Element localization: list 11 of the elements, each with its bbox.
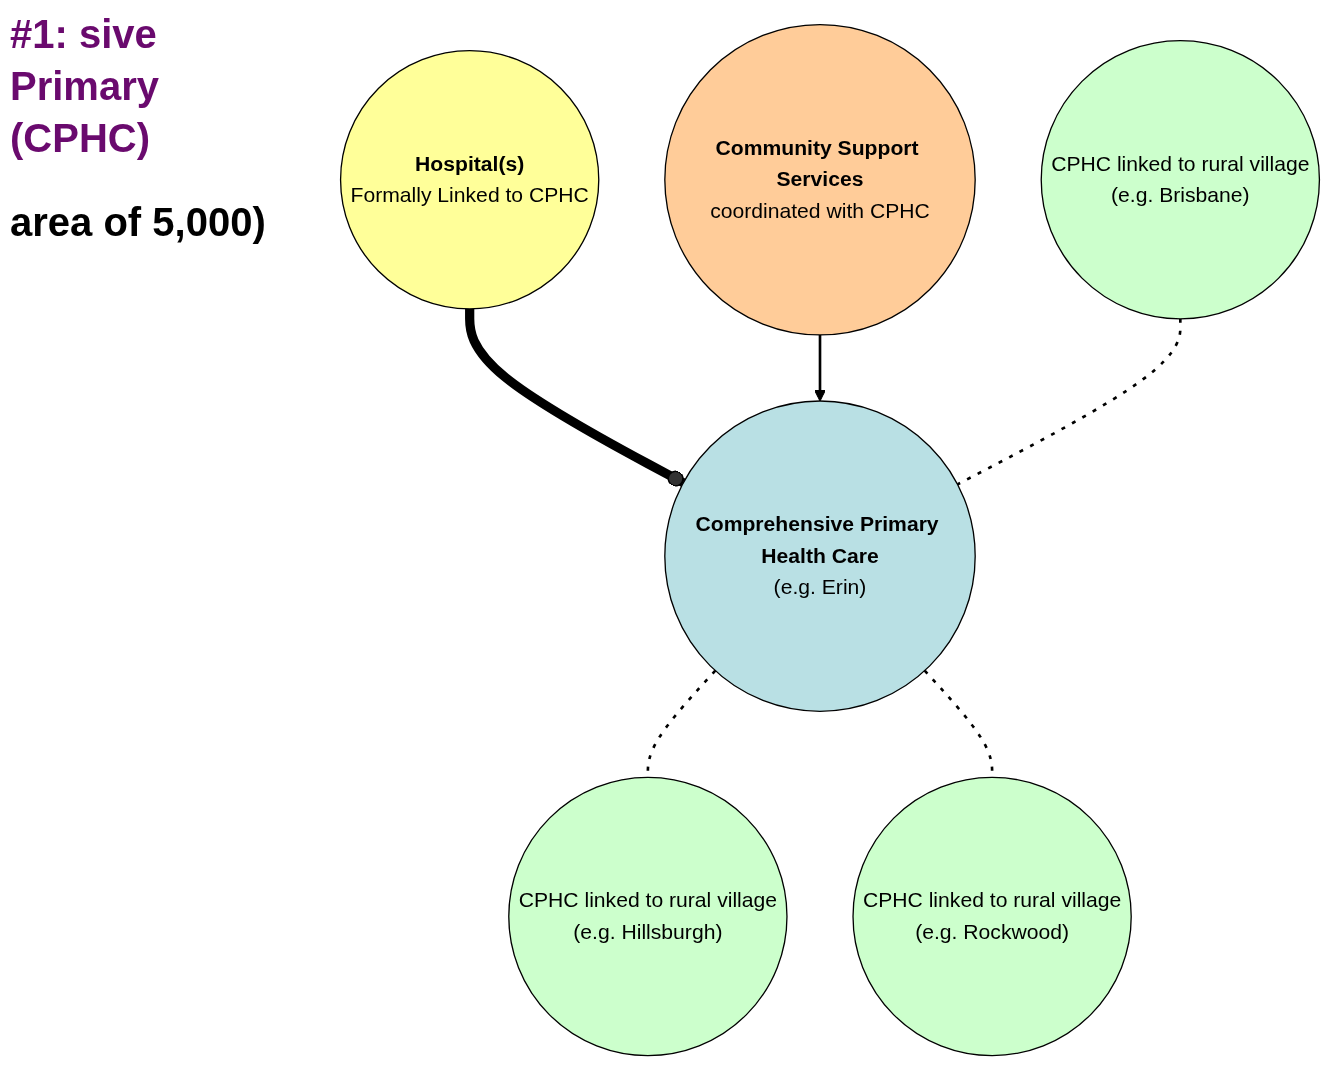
- arrow: [814, 334, 826, 402]
- connector: [465, 308, 686, 487]
- node-circle: Hospital(s) Formally Linked to CPHC: [339, 49, 600, 310]
- connector: [956, 318, 1182, 486]
- note-text: area of 5,000): [10, 200, 266, 245]
- node-circle: CPHC linked to rural village (e.g. Hillsburgh): [508, 776, 788, 1057]
- node-circle: CPHC linked to rural village (e.g. Brisbane): [1040, 39, 1321, 320]
- diagram-title: #1: sive Primary (CPHC): [10, 11, 160, 162]
- node-circle: Comprehensive Primary Health Care (e.g. Erin): [664, 400, 976, 712]
- node-circle: CPHC linked to rural village (e.g. Rockwood): [852, 776, 1132, 1057]
- node-circle: Community Support Services coordinated with CPHC: [664, 23, 976, 336]
